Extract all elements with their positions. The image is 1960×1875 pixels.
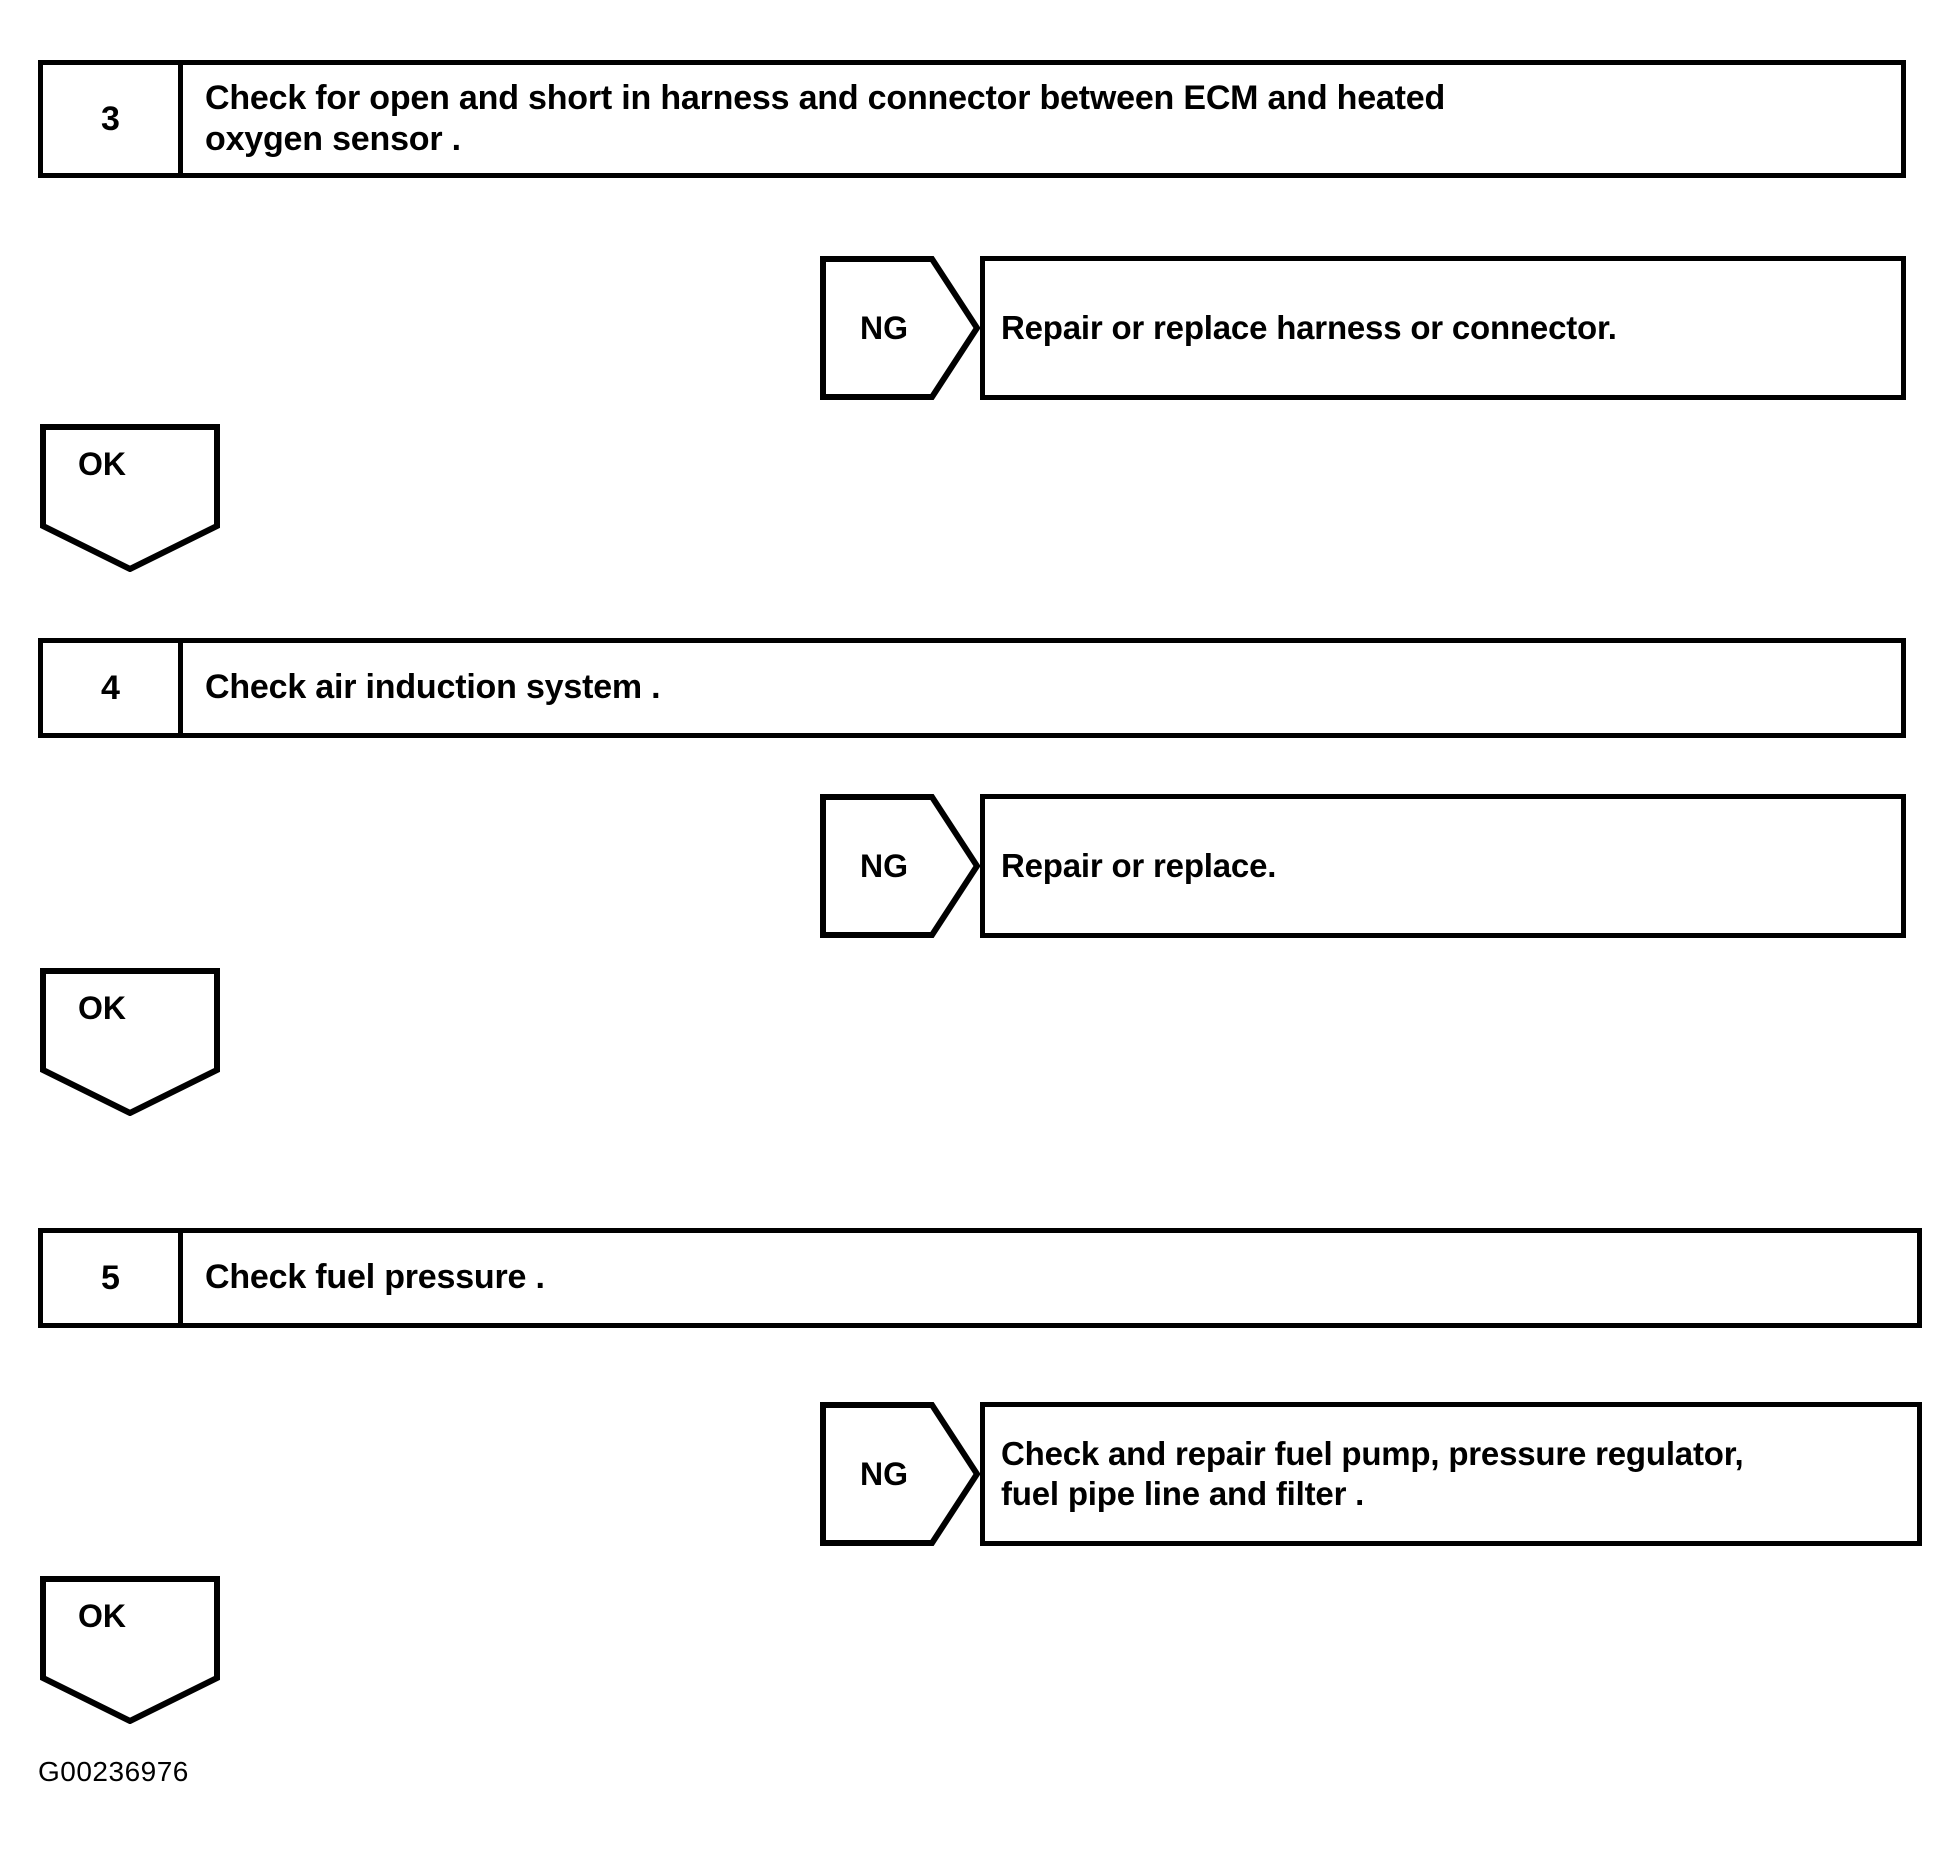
ok-pentagon-icon [40,1576,220,1724]
ok-pentagon-icon [40,424,220,572]
ng-arrow-3: NG [820,256,980,400]
ng-result-3: Repair or replace harness or connector. [980,256,1906,400]
step-number-3: 3 [43,65,183,173]
ok-label-3: OK [78,446,126,482]
step-title-4: Check air induction system . [183,643,1901,733]
step-title-5: Check fuel pressure . [183,1233,1917,1323]
ng-pentagon-icon [820,1402,980,1546]
ng-result-4-line1: Repair or replace. [1001,847,1277,885]
step-row-3: 3 Check for open and short in harness an… [38,60,1906,178]
step-number-5: 5 [43,1233,183,1323]
ok-arrow-3: OK [40,424,220,572]
figure-id-code: G00236976 [38,1756,189,1787]
ok-arrow-4: OK [40,968,220,1116]
ok-label-5: OK [78,1598,126,1634]
step-title-4-line1: Check air induction system . [205,668,661,707]
ok-pentagon-icon [40,968,220,1116]
ok-arrow-5: OK [40,1576,220,1724]
ng-result-5: Check and repair fuel pump, pressure reg… [980,1402,1922,1546]
ok-label-4: OK [78,990,126,1026]
ng-result-3-line1: Repair or replace harness or connector. [1001,309,1617,347]
step-title-3: Check for open and short in harness and … [183,65,1901,173]
step-row-4: 4 Check air induction system . [38,638,1906,738]
ng-pentagon-icon [820,256,980,400]
ng-arrow-4: NG [820,794,980,938]
ng-result-5-line1: Check and repair fuel pump, pressure reg… [1001,1435,1744,1473]
step-row-5: 5 Check fuel pressure . [38,1228,1922,1328]
ng-arrow-5: NG [820,1402,980,1546]
ng-result-4: Repair or replace. [980,794,1906,938]
ng-label-3: NG [860,309,908,346]
step-title-3-line1: Check for open and short in harness and … [205,78,1446,117]
step-number-4: 4 [43,643,183,733]
ng-label-5: NG [860,1455,908,1492]
ng-result-5-line2: fuel pipe line and filter . [1001,1475,1365,1512]
ng-label-4: NG [860,847,908,884]
ng-pentagon-icon [820,794,980,938]
step-title-3-line2: oxygen sensor . [205,120,461,158]
step-title-5-line1: Check fuel pressure . [205,1258,545,1297]
